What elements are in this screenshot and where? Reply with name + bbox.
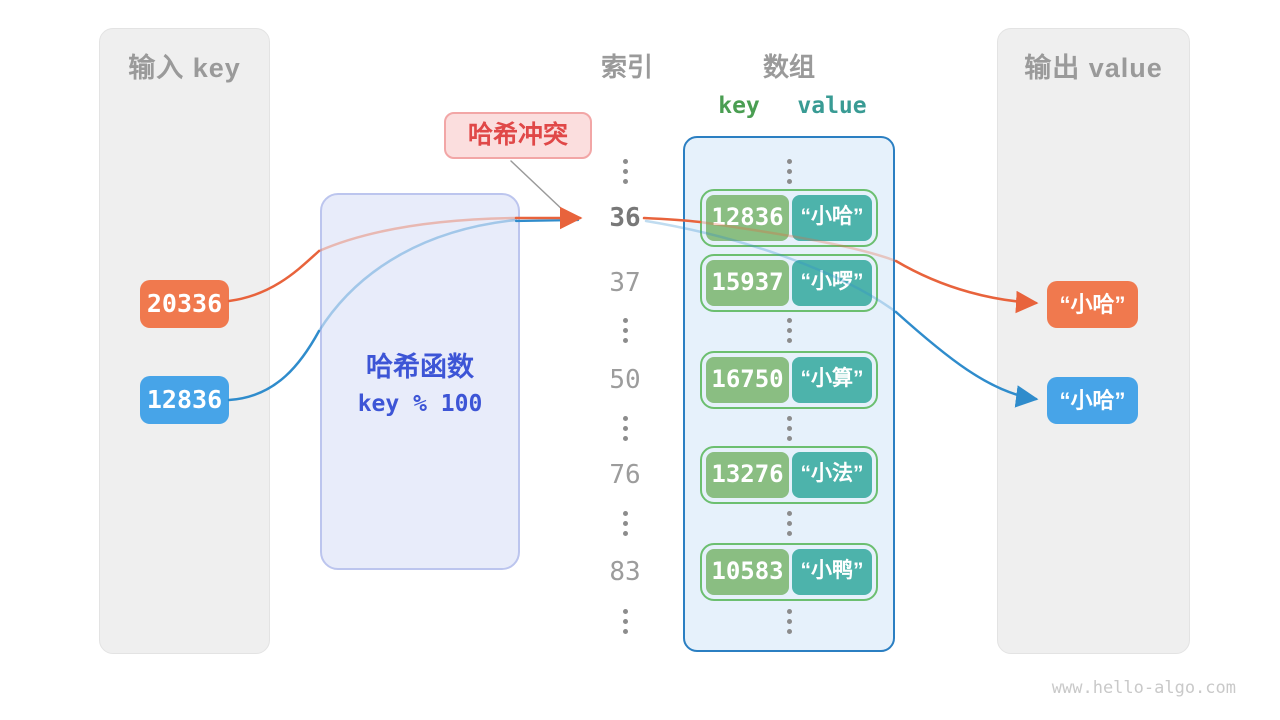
pair-key-box: 12836 [706, 195, 789, 241]
pair-value-box: “小鸭” [792, 549, 872, 595]
collision-label: 哈希冲突 [444, 112, 592, 159]
watermark: www.hello-algo.com [1051, 678, 1236, 698]
pair-row: 16750 “小算” [700, 351, 878, 409]
ellipsis-dots [615, 609, 635, 634]
pair-row: 15937 “小啰” [700, 254, 878, 312]
output-panel [997, 28, 1190, 654]
input-panel [99, 28, 270, 654]
ellipsis-dots [615, 318, 635, 343]
pair-row: 12836 “小哈” [700, 189, 878, 247]
index-label-83: 83 [609, 557, 641, 587]
output-panel-title: 输出 value [1024, 53, 1163, 83]
pair-value-box: “小法” [792, 452, 872, 498]
value-subheader: value [797, 93, 867, 119]
pair-value-box: “小算” [792, 357, 872, 403]
index-label-37: 37 [609, 268, 641, 298]
output-value-box-blue: “小哈” [1047, 377, 1138, 424]
pair-key-box: 13276 [706, 452, 789, 498]
pair-row: 13276 “小法” [700, 446, 878, 504]
pair-value-box: “小哈” [792, 195, 872, 241]
output-value-box-orange: “小哈” [1047, 281, 1138, 328]
ellipsis-dots [779, 609, 799, 634]
ellipsis-dots [779, 416, 799, 441]
array-column-header: 数组 [762, 52, 815, 82]
hash-function-title: 哈希函数 [366, 352, 474, 382]
input-key-box-orange: 20336 [140, 280, 229, 328]
hash-function-formula: key % 100 [357, 391, 483, 417]
index-label-36: 36 [609, 203, 641, 233]
pair-key-box: 16750 [706, 357, 789, 403]
pair-key-box: 15937 [706, 260, 789, 306]
ellipsis-dots [779, 159, 799, 184]
index-column-header: 索引 [600, 52, 653, 82]
hash-function-box [320, 193, 520, 570]
pair-key-box: 10583 [706, 549, 789, 595]
flow-blue-merged [514, 218, 580, 223]
ellipsis-dots [615, 159, 635, 184]
index-label-76: 76 [609, 460, 641, 490]
key-subheader: key [718, 93, 760, 119]
index-label-50: 50 [609, 365, 641, 395]
pair-row: 10583 “小鸭” [700, 543, 878, 601]
ellipsis-dots [615, 511, 635, 536]
input-key-box-blue: 12836 [140, 376, 229, 424]
input-panel-title: 输入 key [128, 53, 241, 83]
ellipsis-dots [779, 318, 799, 343]
ellipsis-dots [615, 416, 635, 441]
pair-value-box: “小啰” [792, 260, 872, 306]
ellipsis-dots [779, 511, 799, 536]
